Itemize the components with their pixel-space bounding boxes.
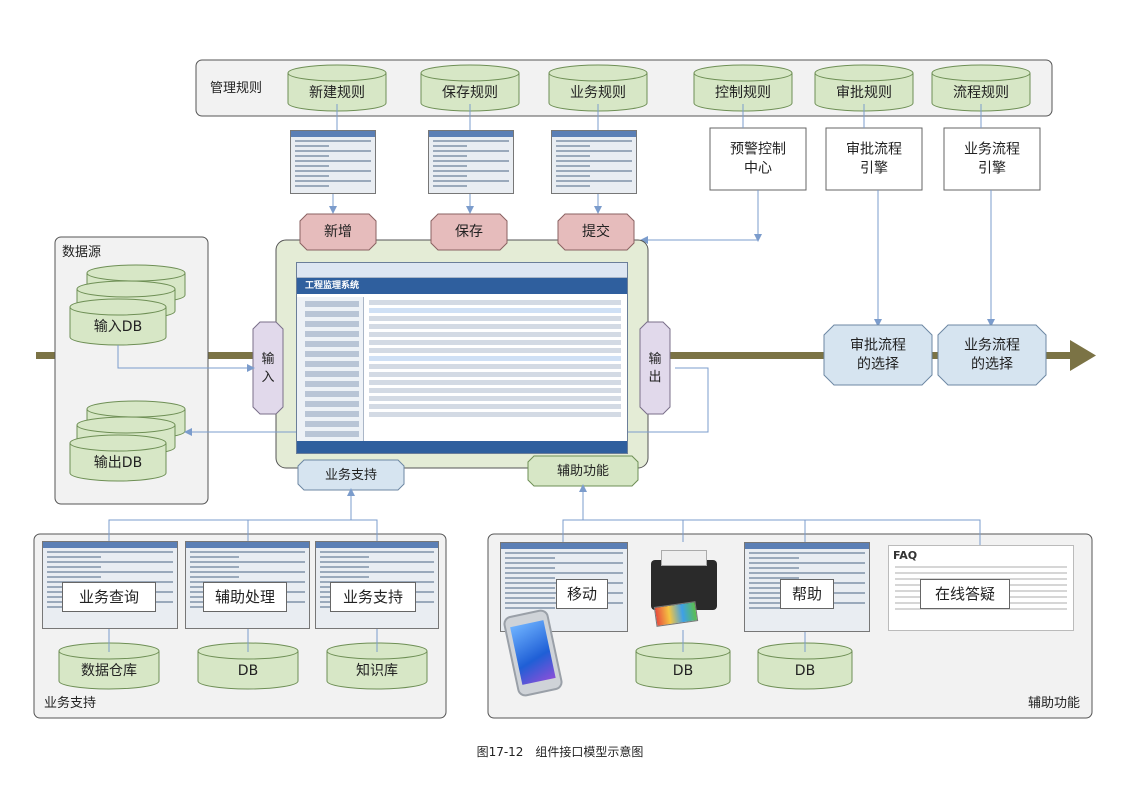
engine-label-2: 业务流程引擎 xyxy=(964,142,1020,177)
conn-aux-bus xyxy=(562,519,981,545)
svg-text:控制规则: 控制规则 xyxy=(715,85,771,101)
input-tab-label: 输入 xyxy=(261,351,274,385)
svg-text:输出DB: 输出DB xyxy=(94,455,142,471)
business-select-box xyxy=(937,324,1047,386)
svg-text:新建规则: 新建规则 xyxy=(309,85,365,101)
business-select-label: 业务流程的选择 xyxy=(964,338,1020,373)
screen-label-query: 业务查询 xyxy=(62,582,156,612)
conn-input-db xyxy=(117,345,255,372)
svg-text:保存规则: 保存规则 xyxy=(442,85,498,101)
screen-label-help: 帮助 xyxy=(780,579,834,609)
rules-panel-title: 管理规则 xyxy=(210,81,262,96)
core-app-screenshot: 工程监理系统 xyxy=(296,262,628,454)
rule-cylinder-4: 审批规则 xyxy=(814,64,914,112)
svg-text:知识库: 知识库 xyxy=(356,662,398,679)
engine-label-1: 审批流程引擎 xyxy=(846,142,902,177)
approval-select-box xyxy=(823,324,933,386)
approval-select-label: 审批流程的选择 xyxy=(850,338,906,373)
support-store-2: 知识库 xyxy=(326,642,428,690)
app-sidebar xyxy=(297,297,364,453)
svg-text:流程规则: 流程规则 xyxy=(953,85,1009,101)
action-box-0 xyxy=(299,213,377,251)
rule-cylinder-0: 新建规则 xyxy=(287,64,387,112)
rule-screenshot-thumb xyxy=(428,130,514,194)
action-box-1 xyxy=(430,213,508,251)
app-main-grid xyxy=(365,297,625,441)
action-label-0: 新增 xyxy=(324,224,352,240)
action-box-2 xyxy=(557,213,635,251)
support-tab-label: 业务支持 xyxy=(325,467,377,483)
svg-text:数据仓库: 数据仓库 xyxy=(81,663,137,679)
engine-box-0 xyxy=(709,127,807,191)
screen-label-mobile: 移动 xyxy=(556,579,608,609)
faq-heading: FAQ xyxy=(893,549,918,562)
aux-function-title: 辅助功能 xyxy=(1028,696,1080,711)
engine-box-2 xyxy=(943,127,1041,191)
aux-tab xyxy=(527,455,639,487)
datasource-title: 数据源 xyxy=(62,245,101,260)
output-tab-label: 输出 xyxy=(648,351,661,385)
conn-support-bus xyxy=(108,519,378,541)
svg-text:输入DB: 输入DB xyxy=(94,319,142,335)
rule-screenshot-thumb xyxy=(551,130,637,194)
action-label-1: 保存 xyxy=(455,224,483,240)
svg-text:DB: DB xyxy=(673,663,693,679)
engine-label-0: 预警控制中心 xyxy=(730,142,786,177)
business-support-title: 业务支持 xyxy=(44,695,96,711)
engine-box-1 xyxy=(825,127,923,191)
svg-text:审批规则: 审批规则 xyxy=(836,85,892,101)
output-tab xyxy=(639,321,671,415)
app-title: 工程监理系统 xyxy=(297,278,627,294)
action-label-2: 提交 xyxy=(582,223,610,240)
screen-label-support: 业务支持 xyxy=(330,582,416,612)
rule-screenshot-thumb xyxy=(290,130,376,194)
svg-text:业务规则: 业务规则 xyxy=(570,85,626,101)
support-tab xyxy=(297,459,405,491)
svg-text:DB: DB xyxy=(238,663,258,679)
aux-tab-label: 辅助功能 xyxy=(557,464,609,479)
input-db: 输入DB xyxy=(69,298,167,346)
output-db: 输出DB xyxy=(69,434,167,482)
app-footer xyxy=(297,441,627,453)
svg-text:DB: DB xyxy=(795,663,815,679)
main-flow-arrow-head xyxy=(1070,340,1096,371)
figure-caption: 图17-12 组件接口模型示意图 xyxy=(477,744,644,759)
input-tab xyxy=(252,321,284,415)
screen-label-faq: 在线答疑 xyxy=(920,579,1010,609)
printer-icon xyxy=(651,550,717,627)
rule-cylinder-1: 保存规则 xyxy=(420,64,520,112)
app-browser-bar xyxy=(297,263,627,278)
screen-label-assist: 辅助处理 xyxy=(203,582,287,612)
